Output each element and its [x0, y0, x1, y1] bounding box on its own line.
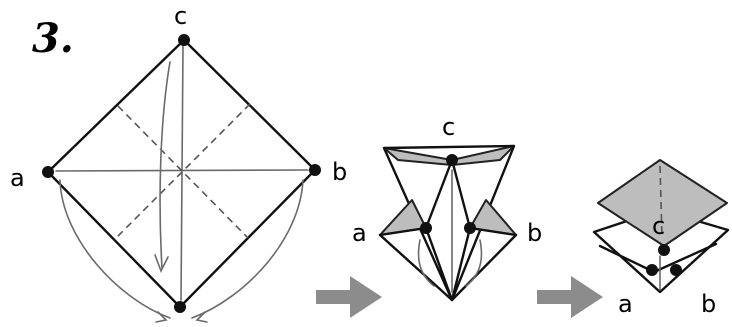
diagram-1-sketch-stroke — [159, 61, 171, 269]
diagram-2-point-c — [446, 154, 458, 166]
diagram-2-right-ridge — [450, 158, 472, 230]
diagram-2-right-sketch — [465, 239, 483, 287]
diagram-1: c a b — [10, 2, 347, 323]
diagram-1-point-c — [178, 34, 190, 46]
diagram-1-point-a — [42, 166, 54, 178]
diagram-3-point-b — [670, 264, 682, 276]
diagram-2-point-b — [464, 222, 476, 234]
diagram-2-label-c: c — [442, 113, 455, 141]
diagram-2-point-a — [420, 222, 432, 234]
diagram-3-point-c — [658, 244, 670, 256]
diagram-1-diagonal-crease-2 — [113, 103, 251, 241]
diagram-2: c a b — [352, 113, 542, 302]
diagram-1-fold-arrowhead — [154, 254, 169, 273]
diagram-1-right-arrowhead — [195, 311, 208, 323]
diagram-2-left-sketch — [417, 239, 435, 287]
diagram-2-label-a: a — [352, 219, 367, 247]
diagram-1-point-b — [309, 164, 321, 176]
step-number: 3. — [32, 15, 74, 62]
diagram-2-inner-edges — [378, 226, 518, 302]
diagram-1-left-arrowhead — [155, 311, 168, 323]
diagram-3-label-c: c — [652, 212, 665, 240]
diagram-2-left-ridge — [424, 158, 454, 230]
diagram-3-label-a: a — [618, 290, 633, 318]
diagram-1-diagonal-crease-1 — [117, 105, 249, 239]
diagram-1-label-b: b — [332, 158, 347, 186]
diagram-1-right-fold-curve — [191, 179, 304, 319]
diagram-3-point-a — [646, 264, 658, 276]
diagram-1-label-c: c — [174, 2, 187, 30]
diagram-3: c a b — [592, 159, 730, 318]
diagram-2-label-b: b — [527, 219, 542, 247]
diagram-3-top-crease — [659, 165, 663, 239]
diagram-3-label-b: b — [701, 290, 716, 318]
arrow-right-icon — [537, 276, 603, 318]
diagram-1-left-fold-curve — [59, 179, 171, 319]
diagram-1-point-bottom — [174, 301, 186, 313]
diagram-3-top-square — [597, 159, 728, 247]
arrow-right-icon — [316, 276, 382, 318]
diagram-1-label-a: a — [10, 164, 25, 192]
